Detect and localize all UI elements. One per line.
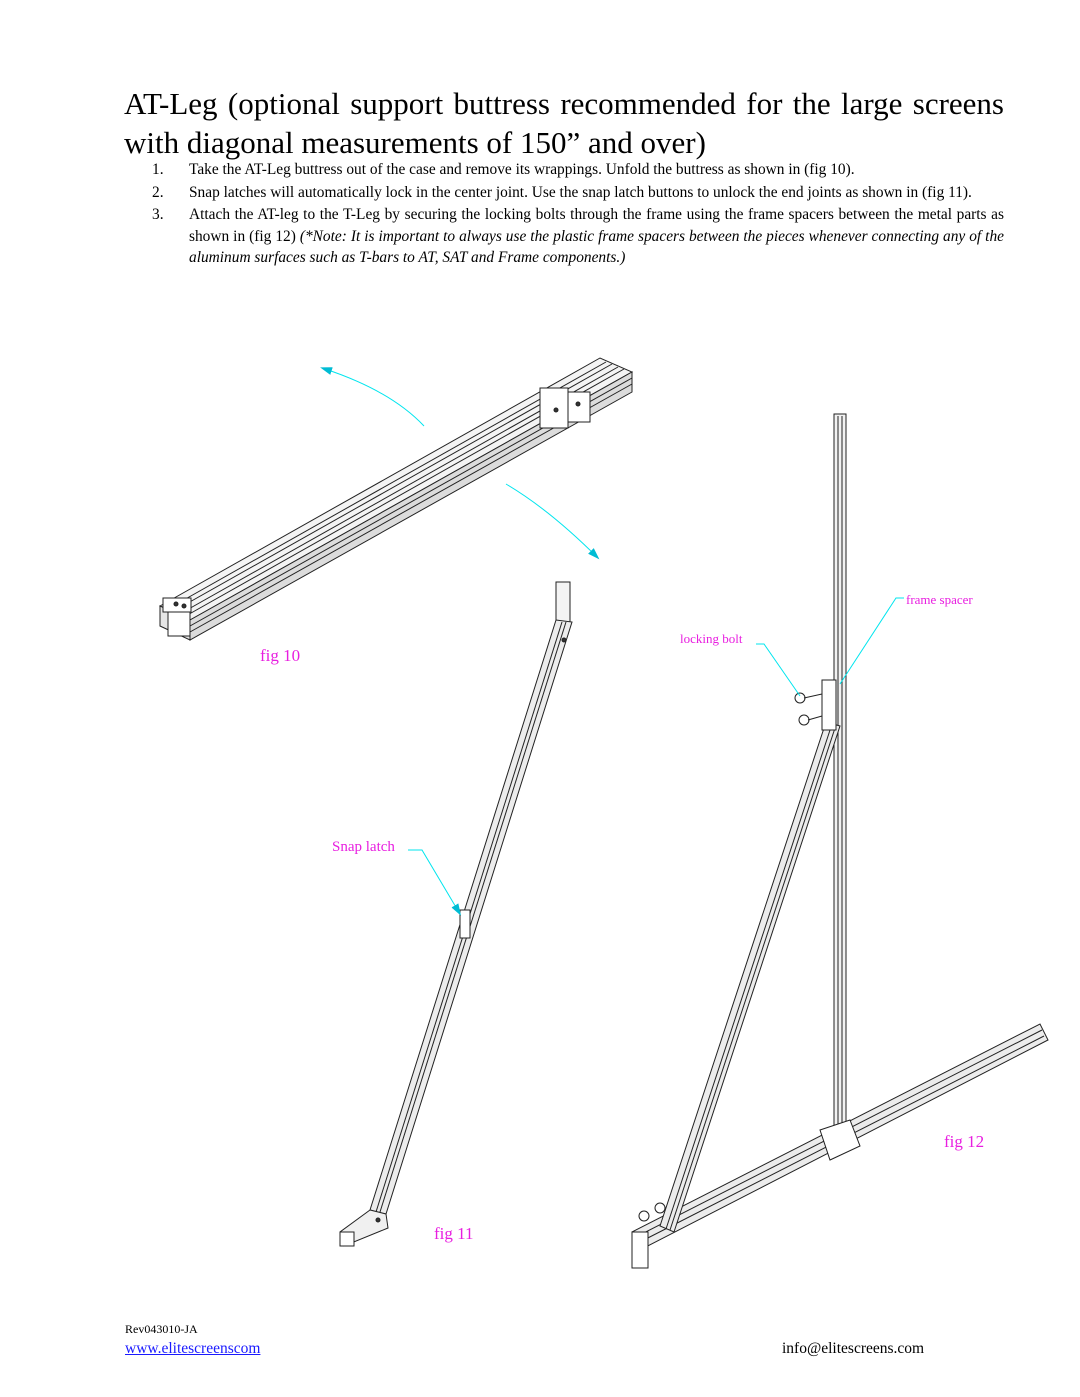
step-note: (*Note: It is important to always use th… — [189, 227, 1004, 267]
frame-spacer-leader — [839, 597, 904, 685]
fig11-unfolded-buttress-drawing — [339, 581, 573, 1247]
step-number: 3. — [152, 206, 164, 223]
revision-code: Rev043010-JA — [125, 1322, 198, 1336]
fig10-rotation-arrows — [320, 367, 600, 560]
step-text: Take the AT-Leg buttress out of the case… — [189, 161, 855, 178]
snap-latch-leader — [408, 849, 462, 916]
step-number: 1. — [152, 161, 164, 178]
step-1: 1. Take the AT-Leg buttress out of the c… — [152, 159, 1004, 181]
step-2: 2. Snap latches will automatically lock … — [152, 182, 1004, 204]
frame-spacer-callout: frame spacer — [906, 592, 973, 607]
locking-bolt-callout: locking bolt — [680, 631, 743, 646]
snap-latch-callout: Snap latch — [332, 839, 395, 855]
fig10-label: fig 10 — [260, 646, 301, 665]
contact-email: info@elitescreens.com — [782, 1340, 925, 1357]
step-text: Snap latches will automatically lock in … — [189, 183, 972, 201]
fig12-label: fig 12 — [944, 1132, 985, 1151]
instruction-steps: 1. Take the AT-Leg buttress out of the c… — [152, 159, 1004, 270]
step-text: Attach the AT-leg to the T-Leg by securi… — [189, 206, 1004, 245]
fig12-tleg-assembly-drawing — [631, 413, 1049, 1269]
locking-bolt-leader — [756, 643, 801, 697]
page-title: AT-Leg (optional support buttress recomm… — [124, 86, 1004, 160]
fig11-label: fig 11 — [434, 1224, 474, 1243]
website-link[interactable]: www.elitescreenscom — [125, 1340, 261, 1357]
step-number: 2. — [152, 183, 164, 201]
step-3: 3. Attach the AT-leg to the T-Leg by sec… — [152, 204, 1004, 269]
fig10-folded-buttress-drawing — [158, 357, 634, 641]
